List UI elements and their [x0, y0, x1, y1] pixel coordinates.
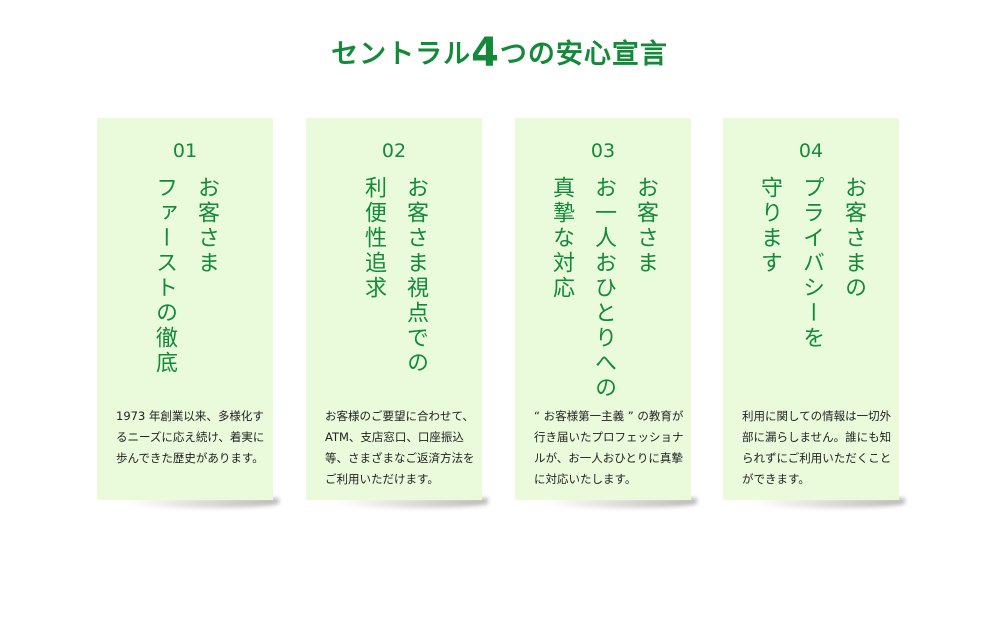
card-description: “ お客様第一主義 ” の教育が行き届いたプロフェッショナルが、お一人おひとりに…	[534, 409, 684, 486]
card-heading: お客さまの プライバシーを 守ります	[757, 176, 866, 351]
card-heading: お客さま お一人おひとりへの 真摯な対応	[549, 176, 658, 401]
card-description: お客様のご要望に合わせて、ATM、支店窓口、口座振込等、さまざまなご返済方法をご…	[325, 409, 475, 486]
title-number: 4	[471, 30, 500, 76]
card-heading: お客さま視点での 利便性追求	[361, 176, 428, 376]
promise-card-1: 01 お客さま ファーストの徹底 1973 年創業以来、多様化するニーズに応え続…	[97, 118, 273, 500]
card-description: 1973 年創業以来、多様化するニーズに応え続け、着実に歩んできた歴史があります…	[116, 409, 265, 465]
page-title: セントラル4つの安心宣言	[0, 30, 999, 76]
title-suffix: つの安心宣言	[499, 39, 668, 70]
card-number: 01	[172, 140, 198, 162]
card-description: 利用に関しての情報は一切外部に漏らしません。誰にも知られずにご利用いただくことが…	[742, 409, 892, 486]
card-heading: お客さま ファーストの徹底	[152, 176, 219, 376]
card-number: 03	[590, 140, 616, 162]
promise-card-2: 02 お客さま視点での 利便性追求 お客様のご要望に合わせて、ATM、支店窓口、…	[306, 118, 482, 500]
title-prefix: セントラル	[331, 39, 472, 70]
card-number: 02	[381, 140, 407, 162]
promise-card-3: 03 お客さま お一人おひとりへの 真摯な対応 “ お客様第一主義 ” の教育が…	[515, 118, 691, 500]
card-number: 04	[798, 140, 824, 162]
promise-card-4: 04 お客さまの プライバシーを 守ります 利用に関しての情報は一切外部に漏らし…	[723, 118, 899, 500]
